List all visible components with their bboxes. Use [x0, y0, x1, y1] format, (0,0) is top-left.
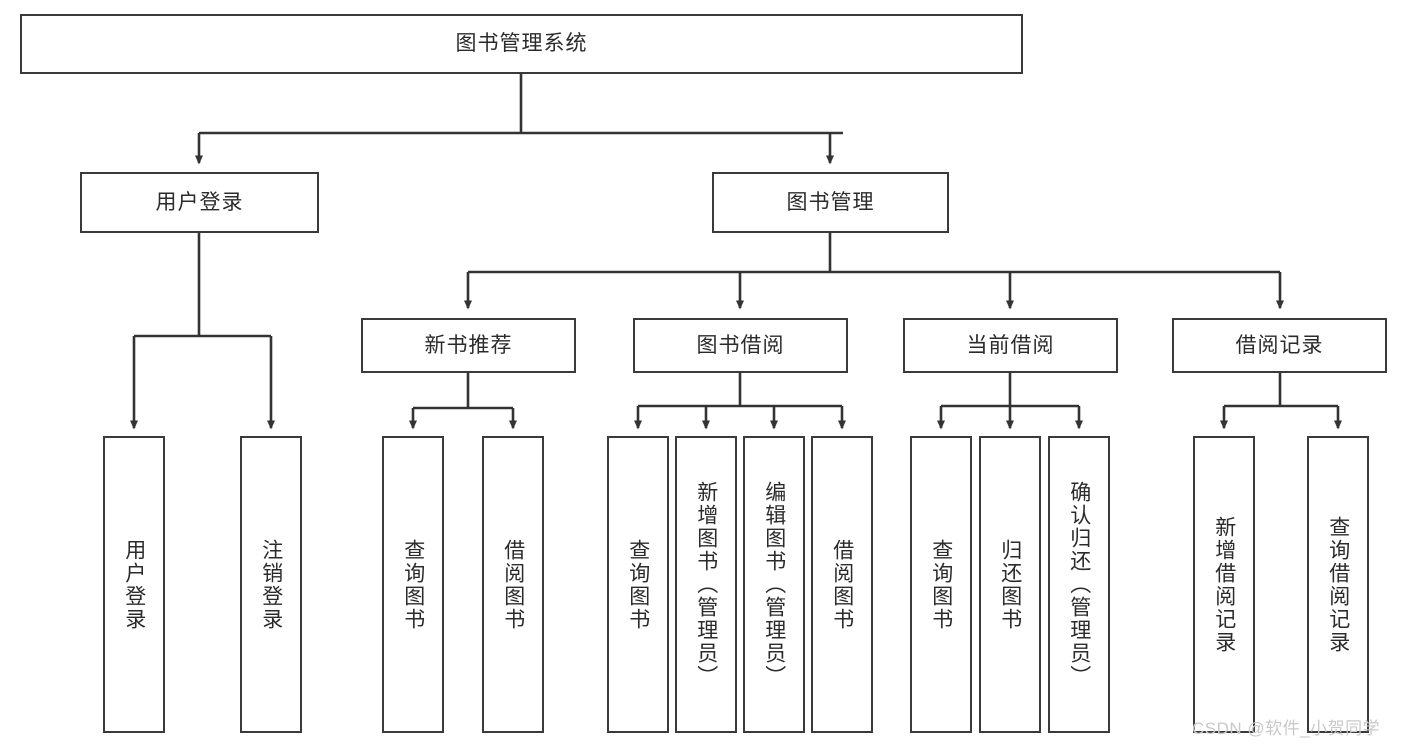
node-leaf-query-book-3[interactable]: 查询图书 — [910, 436, 972, 733]
node-new-book-recommend-label: 新书推荐 — [424, 333, 513, 357]
node-leaf-return-book-label: 归还图书 — [998, 538, 1022, 631]
node-leaf-query-book-3-label: 查询图书 — [929, 538, 953, 631]
node-leaf-borrow-book-1-label: 借阅图书 — [501, 538, 525, 631]
node-leaf-edit-book-label: 编辑图书（管理员） — [762, 481, 786, 688]
node-borrow-record-label: 借阅记录 — [1235, 333, 1324, 357]
node-leaf-borrow-book-2-label: 借阅图书 — [830, 538, 854, 631]
node-leaf-confirm-return[interactable]: 确认归还（管理员） — [1048, 436, 1110, 733]
node-leaf-add-book-label: 新增图书（管理员） — [694, 481, 718, 688]
node-current-borrow-label: 当前借阅 — [966, 333, 1055, 357]
node-leaf-logout-label: 注销登录 — [259, 538, 283, 631]
node-new-book-recommend[interactable]: 新书推荐 — [361, 318, 576, 373]
node-leaf-query-record[interactable]: 查询借阅记录 — [1307, 436, 1369, 733]
node-current-borrow[interactable]: 当前借阅 — [903, 318, 1118, 373]
node-user-login[interactable]: 用户登录 — [80, 172, 319, 233]
node-book-borrow[interactable]: 图书借阅 — [633, 318, 848, 373]
node-leaf-query-book-2[interactable]: 查询图书 — [607, 436, 669, 733]
node-borrow-record[interactable]: 借阅记录 — [1172, 318, 1387, 373]
node-leaf-borrow-book-1[interactable]: 借阅图书 — [482, 436, 544, 733]
node-leaf-query-record-label: 查询借阅记录 — [1326, 515, 1350, 654]
node-leaf-user-login[interactable]: 用户登录 — [103, 436, 165, 733]
node-root-label: 图书管理系统 — [455, 32, 588, 56]
node-leaf-add-book[interactable]: 新增图书（管理员） — [675, 436, 737, 733]
node-leaf-logout[interactable]: 注销登录 — [240, 436, 302, 733]
node-leaf-query-book-1[interactable]: 查询图书 — [382, 436, 444, 733]
node-book-borrow-label: 图书借阅 — [696, 333, 785, 357]
node-leaf-add-record[interactable]: 新增借阅记录 — [1193, 436, 1255, 733]
node-leaf-user-login-label: 用户登录 — [122, 538, 146, 631]
node-leaf-add-record-label: 新增借阅记录 — [1212, 515, 1236, 654]
csdn-watermark: CSDN @软件_小贺同学 — [1192, 719, 1381, 738]
node-leaf-edit-book[interactable]: 编辑图书（管理员） — [743, 436, 805, 733]
node-book-management-label: 图书管理 — [786, 190, 875, 214]
node-leaf-confirm-return-label: 确认归还（管理员） — [1067, 481, 1091, 688]
node-leaf-query-book-2-label: 查询图书 — [626, 538, 650, 631]
node-book-management[interactable]: 图书管理 — [712, 172, 949, 233]
node-root[interactable]: 图书管理系统 — [20, 14, 1023, 74]
node-leaf-query-book-1-label: 查询图书 — [401, 538, 425, 631]
node-leaf-borrow-book-2[interactable]: 借阅图书 — [811, 436, 873, 733]
node-leaf-return-book[interactable]: 归还图书 — [979, 436, 1041, 733]
node-user-login-label: 用户登录 — [155, 190, 244, 214]
